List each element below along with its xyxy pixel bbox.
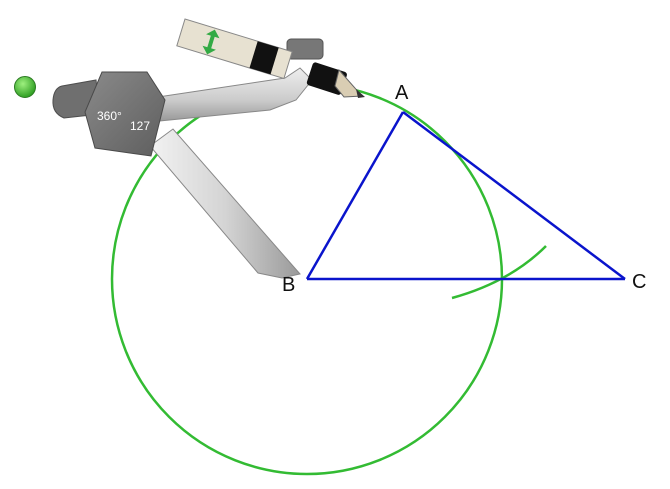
point-c-label: C [632, 271, 646, 293]
pencil-lead [356, 89, 365, 98]
construction-arc [451, 245, 547, 300]
segment-ab [305, 111, 405, 280]
double-arrow-icon[interactable] [201, 28, 222, 57]
compass-hinge-block[interactable] [84, 71, 166, 157]
compass-tool[interactable]: 360° 127 [52, 18, 365, 279]
pencil-tip [334, 68, 364, 98]
segment-ac [402, 111, 626, 280]
compass-adjust-sleeve[interactable] [176, 18, 293, 80]
green-dot-handle-icon[interactable] [14, 76, 36, 98]
compass-needle-arm[interactable] [149, 128, 301, 279]
radius-readout: 127 [130, 119, 150, 133]
point-b-label: B [282, 274, 295, 296]
compass-top-tab [286, 38, 324, 60]
point-a-label: A [395, 82, 409, 104]
angle-readout: 360° [97, 109, 122, 123]
compass-pencil-arm[interactable] [157, 67, 313, 122]
